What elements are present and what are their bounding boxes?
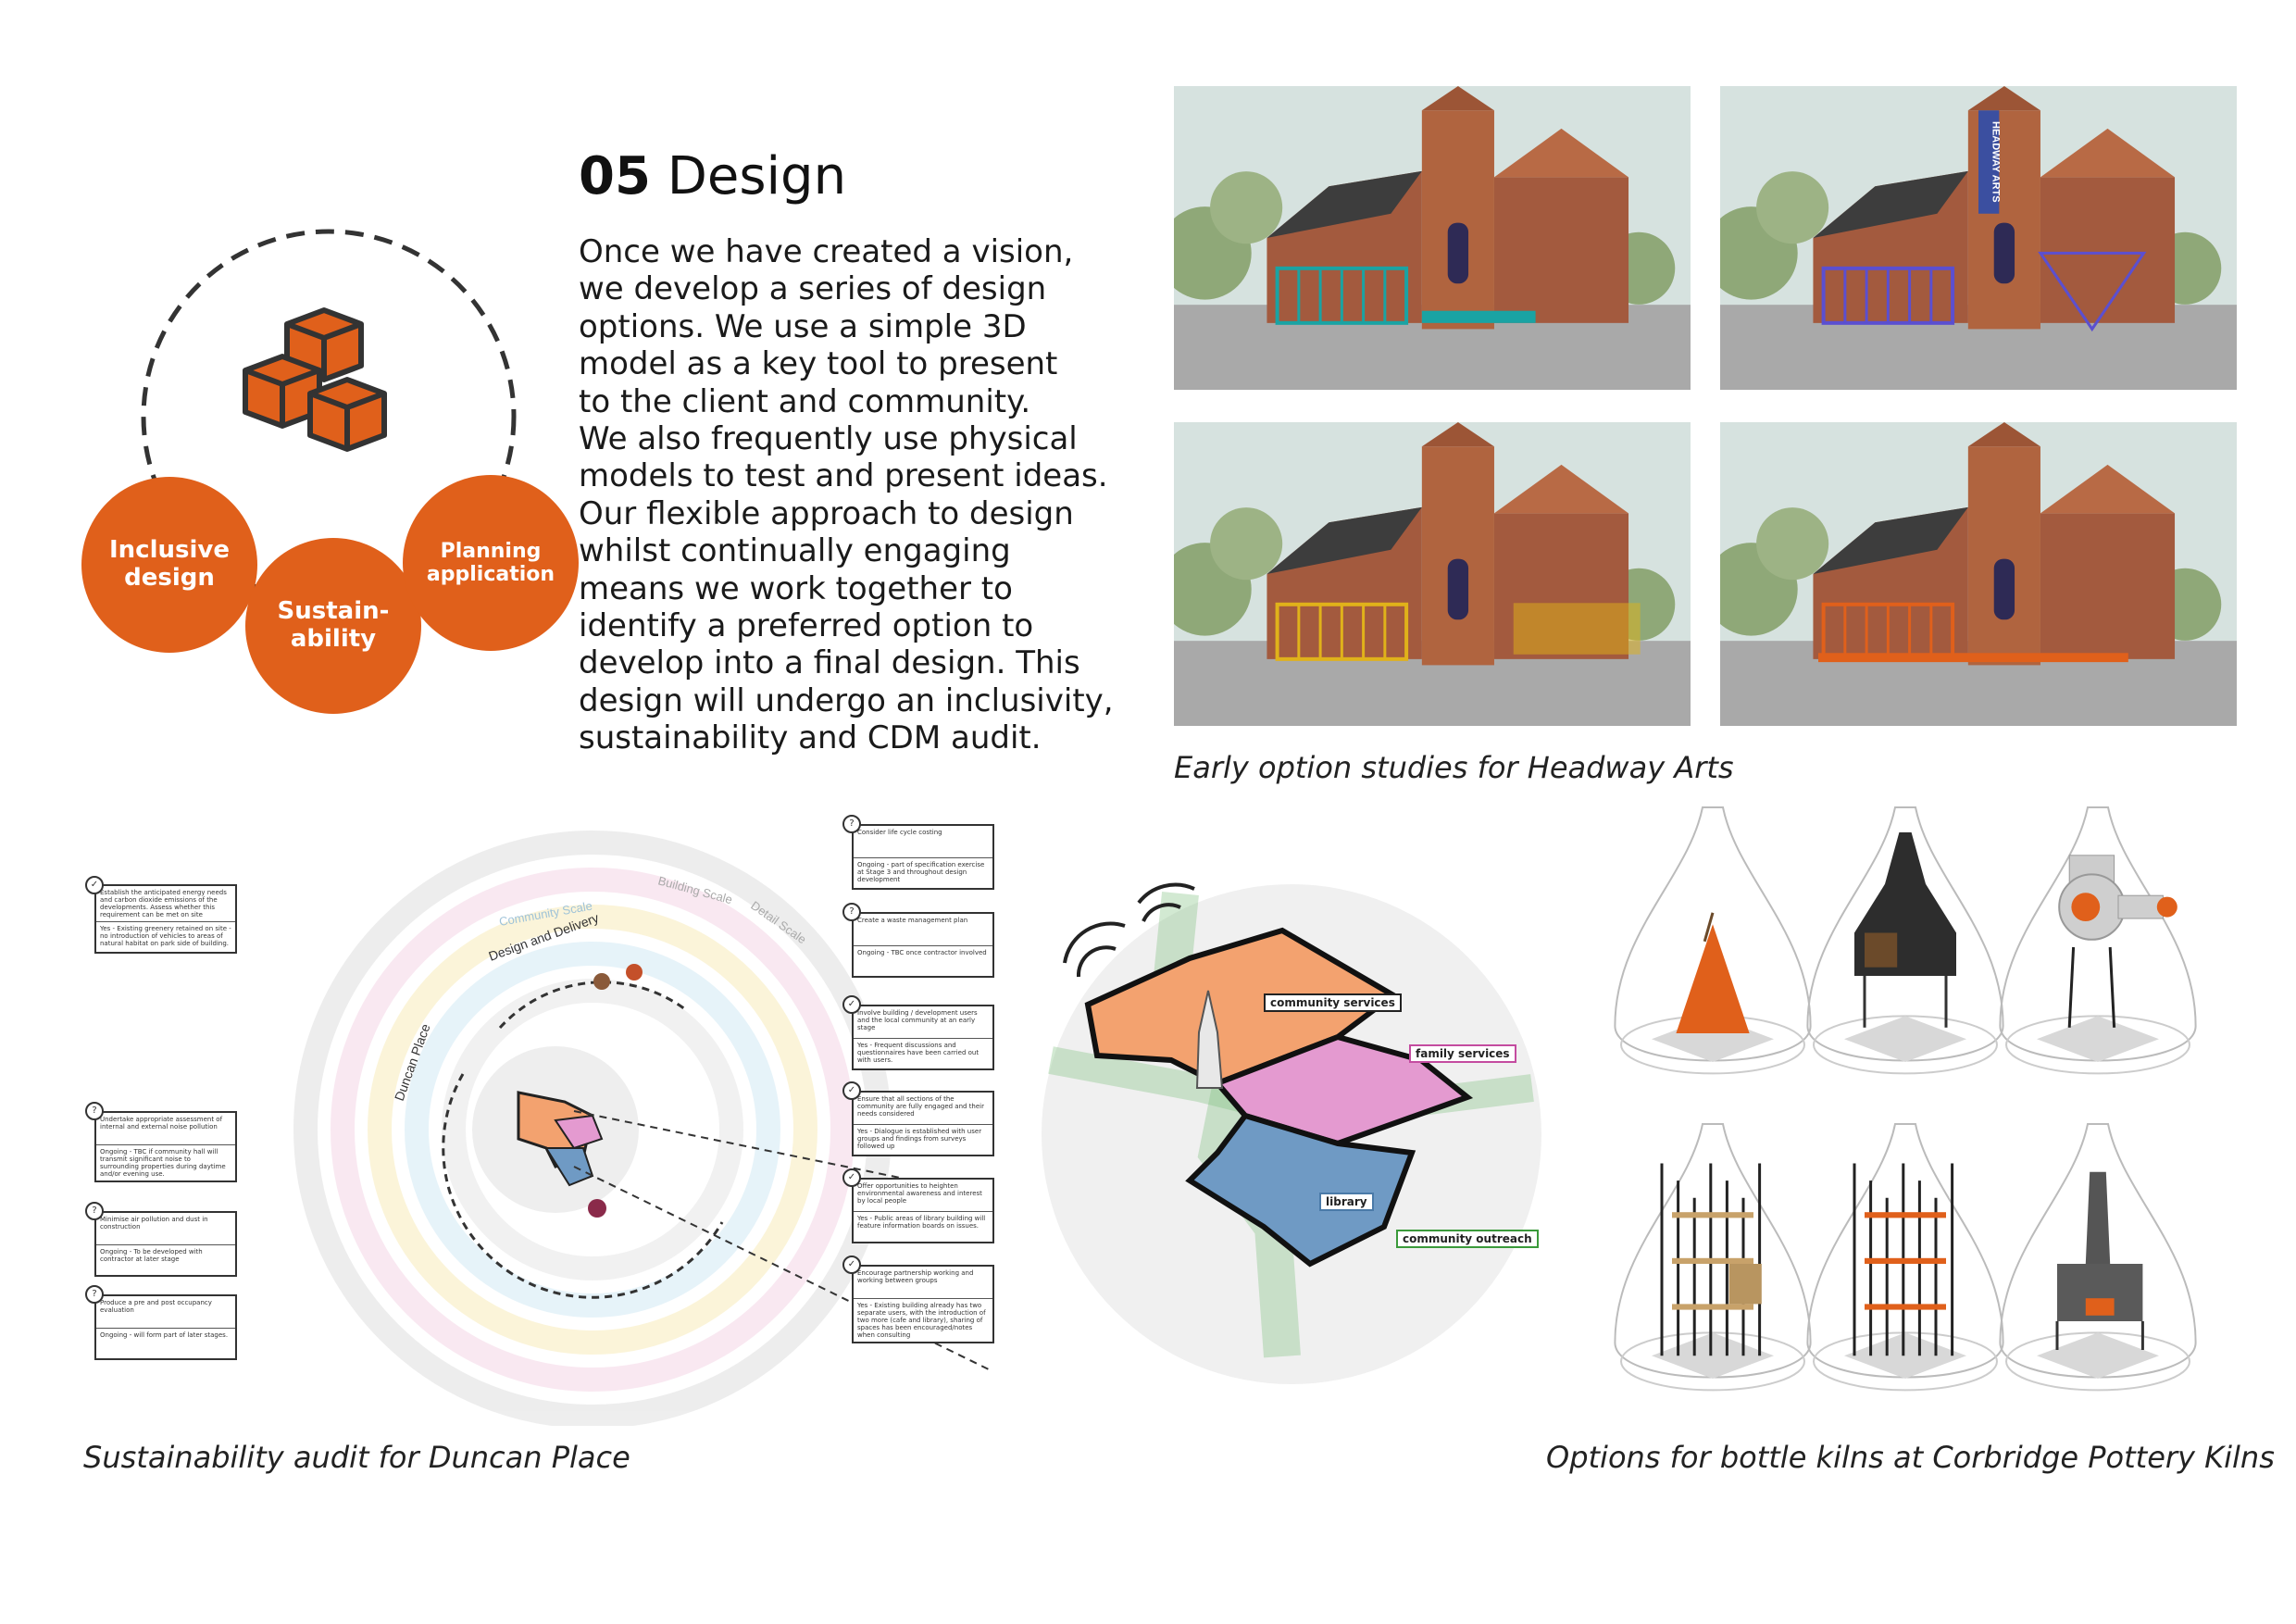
render-option-3 bbox=[1174, 422, 1691, 726]
intro-line: options. We use a simple 3D bbox=[579, 307, 1027, 345]
render-option-2: HEADWAY ARTS bbox=[1720, 86, 2237, 390]
kiln-option-orange-pod bbox=[1996, 804, 2200, 1091]
section-heading: 05 Design bbox=[579, 146, 846, 206]
kiln-option-black-hut bbox=[1803, 804, 2007, 1091]
check-icon: ✓ bbox=[842, 995, 861, 1014]
zone-label-community-outreach: community outreach bbox=[1396, 1230, 1539, 1248]
check-icon: ✓ bbox=[85, 876, 104, 894]
question-icon: ? bbox=[842, 903, 861, 921]
renders-caption: Early option studies for Headway Arts bbox=[1174, 750, 1734, 785]
audit-caption: Sustainability audit for Duncan Place bbox=[83, 1440, 630, 1475]
intro-paragraph: Once we have created a vision,we develop… bbox=[579, 233, 1134, 757]
zone-label-family-services: family services bbox=[1409, 1044, 1516, 1063]
intro-line: identify a preferred option to bbox=[579, 607, 1034, 645]
audit-note-left-3: Minimise air pollution and dust in const… bbox=[94, 1211, 237, 1277]
intro-line: whilst continually engaging bbox=[579, 532, 1011, 570]
render-option-1 bbox=[1174, 86, 1691, 390]
audit-note-right-5: Offer opportunities to heighten environm… bbox=[852, 1178, 994, 1243]
question-icon: ? bbox=[842, 815, 861, 833]
audit-wheel: Design and Delivery Duncan Place Communi… bbox=[293, 831, 992, 1426]
intro-line: to the client and community. bbox=[579, 382, 1031, 420]
check-icon: ✓ bbox=[842, 1255, 861, 1274]
section-title: Design bbox=[667, 146, 847, 206]
kiln-option-scaffold-1 bbox=[1611, 1120, 1815, 1407]
cubes-icon bbox=[243, 307, 387, 452]
render-option-4 bbox=[1720, 422, 2237, 726]
intro-line: Once we have created a vision, bbox=[579, 233, 1074, 270]
question-icon: ? bbox=[85, 1202, 104, 1220]
kiln-option-scaffold-2 bbox=[1803, 1120, 2007, 1407]
question-icon: ? bbox=[85, 1285, 104, 1304]
intro-line: sustainability and CDM audit. bbox=[579, 719, 1042, 757]
intro-line: develop into a final design. This bbox=[579, 644, 1080, 682]
check-icon: ✓ bbox=[842, 1081, 861, 1100]
duncan-place-building-model bbox=[1042, 882, 1541, 1384]
intro-line: means we work together to bbox=[579, 569, 1013, 607]
intro-line: we develop a series of design bbox=[579, 270, 1047, 308]
intro-line: design will undergo an inclusivity, bbox=[579, 681, 1114, 719]
kiln-option-chimney bbox=[1996, 1120, 2200, 1407]
kilns-caption: Options for bottle kilns at Corbridge Po… bbox=[1546, 1440, 2275, 1475]
audit-note-left-2: Undertake appropriate assessment of inte… bbox=[94, 1111, 237, 1182]
intro-line: models to test and present ideas. bbox=[579, 457, 1108, 495]
zone-label-library: library bbox=[1319, 1193, 1374, 1211]
audit-note-left-1: Establish the anticipated energy needs a… bbox=[94, 884, 237, 954]
question-icon: ? bbox=[85, 1102, 104, 1120]
intro-line: We also frequently use physical bbox=[579, 420, 1078, 458]
zone-label-community-services: community services bbox=[1264, 993, 1402, 1012]
audit-note-left-4: Produce a pre and post occupancy evaluat… bbox=[94, 1294, 237, 1360]
headway-arts-sign: HEADWAY ARTS bbox=[1990, 121, 2002, 203]
intro-line: Our flexible approach to design bbox=[579, 494, 1074, 532]
kiln-option-teepee bbox=[1611, 804, 1815, 1091]
audit-note-right-6: Encourage partnership working and workin… bbox=[852, 1265, 994, 1343]
intro-line: model as a key tool to present bbox=[579, 345, 1058, 383]
audit-note-right-4: Ensure that all sections of the communit… bbox=[852, 1091, 994, 1156]
sustainability-circle: Sustain-ability bbox=[245, 538, 421, 714]
section-number: 05 bbox=[579, 146, 651, 206]
cycle-ring bbox=[141, 229, 517, 605]
check-icon: ✓ bbox=[842, 1168, 861, 1187]
audit-note-right-3: Involve building / development users and… bbox=[852, 1005, 994, 1070]
